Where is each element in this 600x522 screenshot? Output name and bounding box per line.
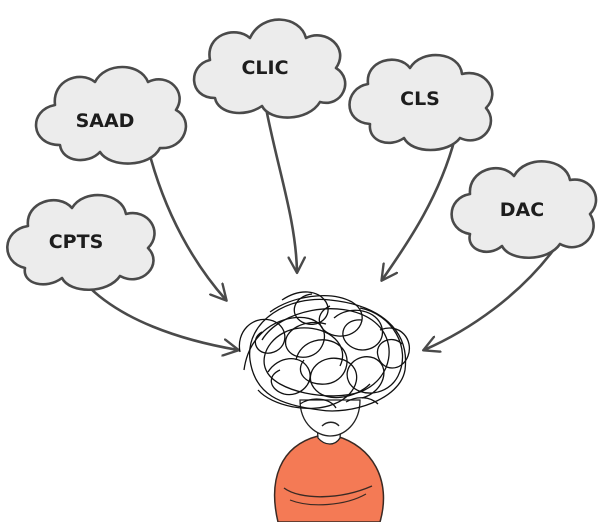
arrow-cpts [83, 281, 238, 350]
person-shirt [274, 435, 385, 522]
person-mouth [321, 421, 340, 427]
cloud-clic: CLIC [192, 18, 347, 119]
cloud-cpts: CPTS [6, 193, 156, 291]
cloud-saad: SAAD [34, 65, 188, 165]
cloud-label-cpts: CPTS [49, 231, 104, 253]
cloud-label-saad: SAAD [76, 110, 135, 132]
arrow-dac [424, 246, 557, 350]
arrow-cls [382, 136, 457, 280]
arrow-saad [146, 146, 226, 300]
arrow-clic [264, 106, 297, 272]
tangled-hair-scribble [238, 291, 410, 412]
cloud-label-dac: DAC [500, 199, 544, 221]
person-arms [283, 485, 373, 498]
cloud-dac: DAC [450, 160, 598, 259]
overwhelmed-person-icon [238, 291, 410, 522]
cloud-cls: CLS [348, 53, 494, 152]
cloud-label-cls: CLS [400, 88, 440, 110]
cloud-label-clic: CLIC [241, 57, 288, 79]
